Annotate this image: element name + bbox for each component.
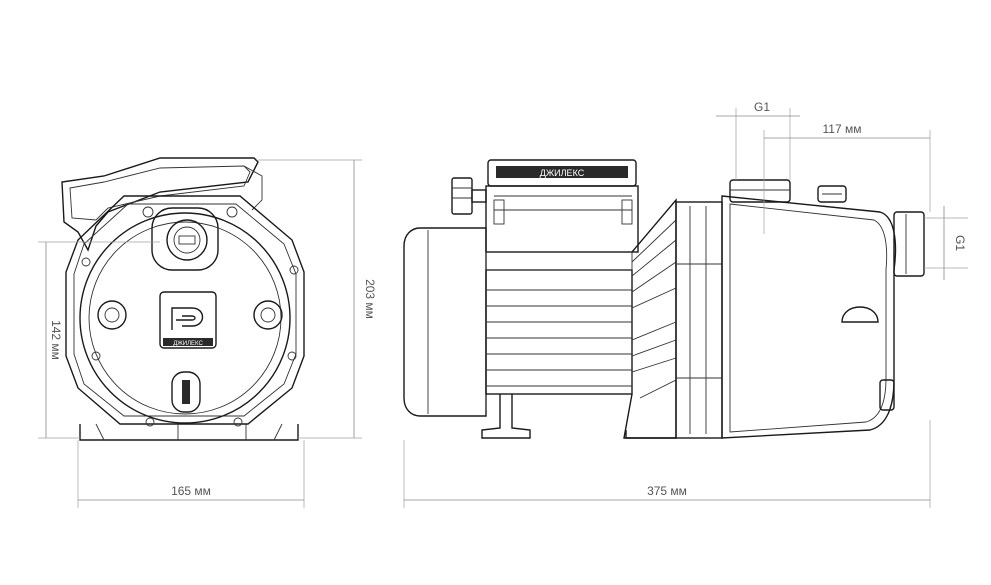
front-view: ДЖИЛЕКС (61, 157, 305, 441)
dim-side-length: 375 мм (647, 484, 687, 498)
dim-front-width: 165 мм (171, 484, 211, 498)
side-dimensions: 375 мм G1 117 мм G1 (403, 100, 968, 508)
dim-side-outlet-offset: 117 мм (823, 122, 862, 136)
dim-front-axis-height: 142 мм (49, 320, 63, 360)
dim-front-height: 203 мм (363, 279, 377, 319)
dim-top-port-thread: G1 (754, 100, 770, 114)
logo-text: ДЖИЛЕКС (173, 341, 203, 347)
dim-side-port-thread: G1 (953, 235, 967, 251)
nameplate-text: ДЖИЛЕКС (540, 168, 585, 178)
front-dimensions: 165 мм 203 мм 142 мм (38, 159, 377, 508)
side-view: ДЖИЛЕКС (403, 159, 925, 439)
